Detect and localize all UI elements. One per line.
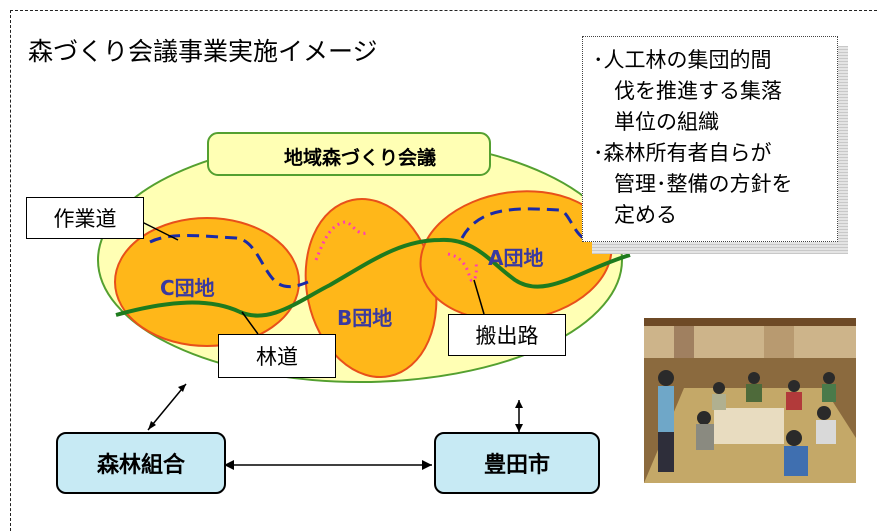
callout-sagyodo: 作業道 <box>26 197 144 239</box>
callout-hanshutsuro: 搬出路 <box>448 314 566 356</box>
note-line: ･人工林の集団的間 <box>593 48 772 72</box>
callout-pointer-rindo <box>241 311 259 335</box>
forestry-coop-box: 森林組合 <box>56 432 226 494</box>
note-line: 定める <box>593 203 677 227</box>
callout-rindo: 林道 <box>218 334 336 378</box>
forest-road-line <box>115 237 631 318</box>
note-line: ･森林所有者自らが <box>593 141 772 165</box>
council-label-box <box>207 132 491 176</box>
note-line: 伐を推進する集落 <box>593 79 782 103</box>
toyota-city-box: 豊田市 <box>434 432 600 494</box>
dashed-frame <box>10 10 877 531</box>
meeting-photo <box>644 318 856 483</box>
work-road-line-a <box>460 207 591 242</box>
arrow-coop-council <box>147 383 187 431</box>
work-road-line-c <box>149 234 309 289</box>
page-title: 森づくり会議事業実施イメージ <box>28 37 378 66</box>
note-line: 管理･整備の方針を <box>593 172 793 196</box>
note-box: ･人工林の集団的間 伐を推進する集落 単位の組織 ･森林所有者自らが 管理･整備… <box>582 36 838 242</box>
callout-pointer-sagyodo <box>141 221 179 241</box>
note-line: 単位の組織 <box>593 110 719 134</box>
haul-road-line-b <box>314 220 369 261</box>
council-label: 地域森づくり会議 <box>284 147 437 169</box>
danchi-a-label: A団地 <box>488 246 544 270</box>
danchi-b-label: B団地 <box>337 306 393 330</box>
callout-pointer-hanshutsuro <box>473 279 485 315</box>
danchi-c-label: C団地 <box>160 276 215 300</box>
